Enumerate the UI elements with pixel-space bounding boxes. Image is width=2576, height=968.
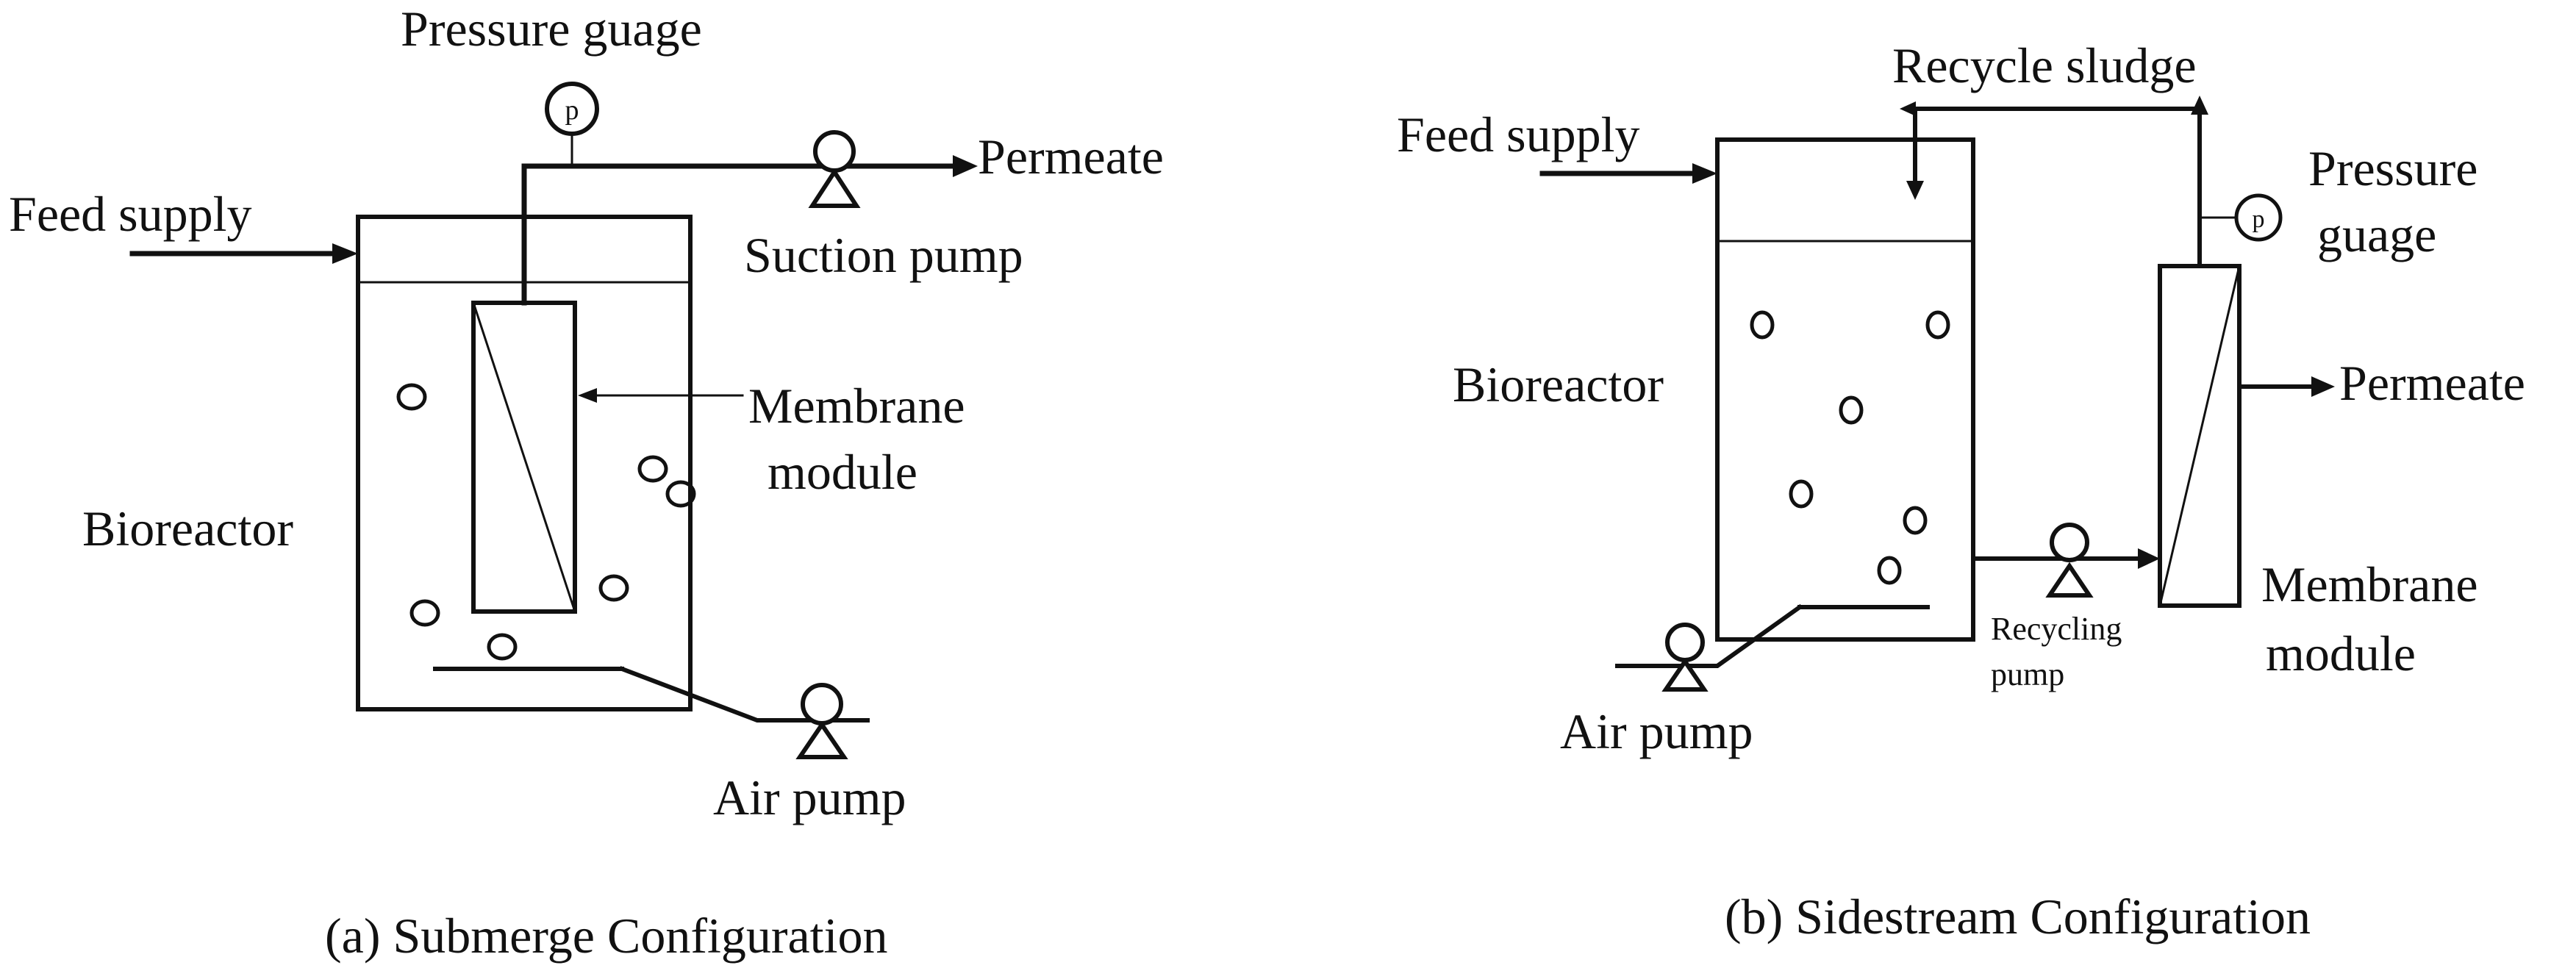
- label-pressure-gauge-a: Pressure guage: [401, 1, 702, 57]
- gauge-symbol-a: p: [565, 95, 579, 126]
- label-feed-supply-a: Feed supply: [9, 186, 252, 242]
- membrane-module-b: [2158, 264, 2242, 608]
- pressure-gauge-a: p: [545, 82, 599, 136]
- membrane-pointer-a: [578, 388, 744, 403]
- label-bioreactor-b: Bioreactor: [1453, 356, 1664, 412]
- label-membrane-a-2: module: [768, 444, 917, 500]
- caption-b: (b) Sidestream Configuration: [1725, 889, 2311, 944]
- permeate-pipe-b: [2237, 376, 2335, 397]
- label-membrane-b-2: module: [2266, 625, 2416, 681]
- label-suction-pump-a: Suction pump: [744, 227, 1023, 283]
- label-membrane-b-1: Membrane: [2261, 556, 2478, 612]
- feed-arrow-b: [1539, 163, 1717, 184]
- label-recycle-sludge-b: Recycle sludge: [1892, 37, 2197, 93]
- label-air-pump-a: Air pump: [713, 770, 906, 825]
- pressure-gauge-b: p: [2198, 193, 2283, 242]
- label-membrane-a-1: Membrane: [748, 378, 965, 434]
- panel-b-sidestream: p: [1397, 37, 2525, 944]
- recycling-pump-b: [2045, 523, 2094, 598]
- air-bubbles-b: [1750, 310, 1950, 585]
- label-recycling-pump-b-1: Recycling: [1991, 611, 2122, 647]
- air-bubbles-a: [396, 383, 696, 661]
- panel-a-submerged: p: [9, 1, 1164, 964]
- air-pump-b: [1661, 623, 1709, 692]
- suction-pump-a: [808, 130, 861, 208]
- label-permeate-b: Permeate: [2339, 355, 2525, 411]
- label-recycling-pump-b-2: pump: [1991, 656, 2064, 692]
- air-pump-a: [795, 683, 848, 759]
- label-pressure-b-2: guage: [2317, 207, 2436, 262]
- label-permeate-a: Permeate: [978, 129, 1164, 184]
- caption-a: (a) Submerge Configuration: [325, 908, 887, 964]
- permeate-pipe-a: [521, 132, 978, 306]
- membrane-module-a: [471, 301, 577, 614]
- label-pressure-b-1: Pressure: [2308, 140, 2477, 196]
- recycle-sludge-line-b: [1900, 96, 2208, 268]
- label-bioreactor-a: Bioreactor: [82, 501, 293, 556]
- label-feed-supply-b: Feed supply: [1397, 107, 1640, 162]
- bioreactor-tank-b: [1715, 137, 1975, 642]
- gauge-symbol-b: p: [2253, 206, 2265, 233]
- feed-arrow-a: [129, 243, 358, 264]
- aeration-line-b: [1615, 603, 1930, 668]
- label-air-pump-b: Air pump: [1560, 703, 1753, 759]
